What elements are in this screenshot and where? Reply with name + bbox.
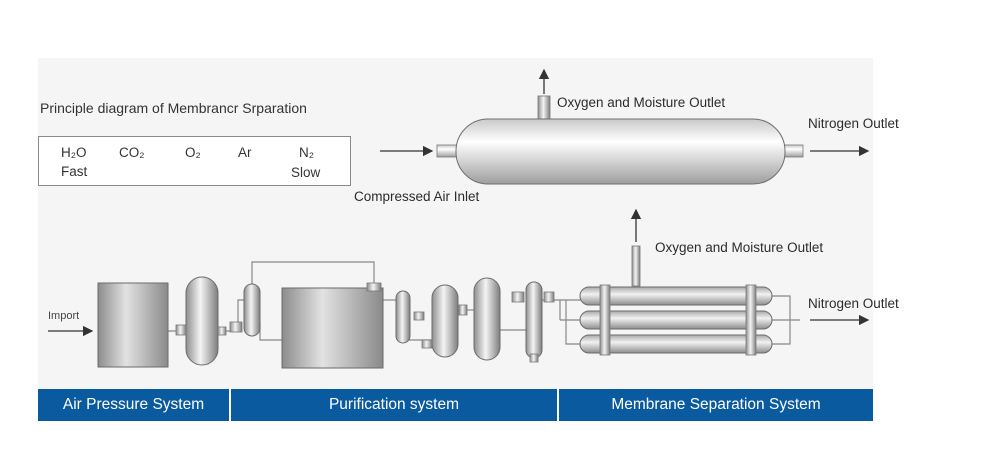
filter	[243, 283, 261, 337]
air-compressor	[97, 282, 169, 368]
gas-co2: CO₂	[119, 145, 145, 160]
gas-n2: N₂	[299, 145, 314, 160]
precision-filter	[395, 290, 411, 344]
refrigerated-dryer	[281, 287, 384, 369]
nitrogen-outlet-label-top: Nitrogen Outlet	[808, 116, 899, 131]
oxygen-outlet-label-top: Oxygen and Moisture Outlet	[557, 95, 726, 110]
gas-o2: O₂	[185, 145, 201, 160]
air-tank	[185, 276, 219, 366]
oxygen-outlet-label-bottom: Oxygen and Moisture Outlet	[655, 240, 824, 255]
slow-label: Slow	[291, 165, 321, 180]
gas-h2o: H₂O	[61, 145, 87, 160]
membrane-vessel-top	[436, 95, 804, 185]
nitrogen-outlet-label-bottom: Nitrogen Outlet	[808, 296, 899, 311]
piping	[168, 261, 561, 341]
diagram-title: Principle diagram of Membrancr Srparatio…	[40, 100, 307, 116]
gas-permeation-legend: H₂O CO₂ O₂ Ar N₂ Fast Slow	[38, 136, 351, 186]
section-membrane-separation-system: Membrane Separation System	[559, 389, 873, 421]
section-air-pressure-system: Air Pressure System	[38, 389, 229, 421]
compressed-air-inlet-label: Compressed Air Inlet	[354, 189, 480, 204]
carbon-filter	[431, 284, 459, 358]
gas-ar: Ar	[238, 145, 252, 160]
section-purification-system: Purification system	[231, 389, 557, 421]
fast-label: Fast	[61, 164, 88, 179]
membrane-modules	[560, 245, 800, 356]
buffer-tank	[473, 277, 501, 361]
import-label: Import	[48, 310, 80, 322]
heater	[525, 281, 543, 359]
